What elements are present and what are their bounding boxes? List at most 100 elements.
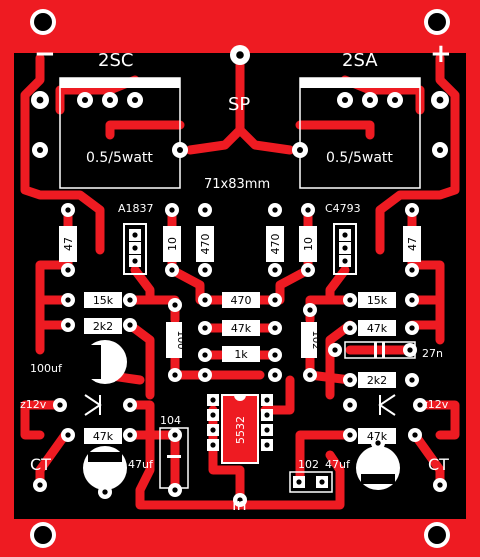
label-47k-right: 47k [367,322,388,335]
pad-hole-24 [409,267,415,273]
zener-symbols [84,394,396,416]
trace-right-rail [375,53,460,255]
label-47k-left-low: 47k [93,430,114,443]
label-100uf: 100uf [30,362,63,375]
res-body-10-left [163,226,181,262]
pad-hole-14 [169,207,175,213]
cap-47uf-right-stripe [361,474,395,484]
label-47uf-left: 47uf [128,458,154,471]
res-body-47k-left-low [84,428,122,444]
transistor-tab-right [300,78,420,88]
square-pad-hole-8 [210,412,216,418]
label-15k-right: 15k [367,294,388,307]
pad-hole-1 [36,96,44,104]
pad-hole-47 [332,347,338,353]
pad-hole-25 [65,297,71,303]
trace-bottom-loop [125,400,345,510]
mount-hole-br [424,522,450,548]
label-5532: 5532 [234,416,247,444]
zener-right-symbol [378,394,396,416]
square-pad-hole-2 [132,245,138,251]
pad-hole-54 [127,432,133,438]
cap-100uf-stripe [83,345,101,379]
res-body-470-left [196,226,214,262]
square-pad-hole-1 [342,232,348,238]
mount-hole-tr [424,9,450,35]
square-pad-hole-5 [342,258,348,264]
pad-hole-63 [375,440,381,446]
pad-hole-49 [127,402,133,408]
pad-hole-3 [106,96,114,104]
transistor-tab-left [60,78,180,88]
pad-hole-20 [169,267,175,273]
pad-hole-37 [172,302,178,308]
res-body-102-right [301,322,317,358]
pad-hole-17 [305,207,311,213]
pad-hole-12 [436,96,444,104]
pad-hole-23 [305,267,311,273]
plus-label: + [430,39,452,69]
label-15k-left: 15k [93,294,114,307]
pad-hole-4 [131,96,139,104]
mounting-holes [30,9,450,548]
pad-hole-0 [236,51,244,59]
pad-hole-30 [409,297,415,303]
res-body-1k-mid [222,346,260,362]
label-100: 100 [175,330,186,349]
cap-102-outline [289,471,333,493]
pad-hole-6 [176,146,184,154]
driver-transistors [123,223,357,275]
mount-hole-bl [30,522,56,548]
pad-hole-2 [81,96,89,104]
pad-hole-61 [237,497,243,503]
pad-hole-27 [202,297,208,303]
pad-hole-52 [417,402,423,408]
res-body-15k-left [84,292,122,308]
pad-hole-33 [202,325,208,331]
trace-opamp-out [260,375,295,415]
pad-hole-13 [65,207,71,213]
pad-hole-39 [307,307,313,313]
label-sp: SP [228,94,250,115]
pad-hole-53 [65,432,71,438]
trace-z-right [415,400,460,440]
pad-hole-40 [307,372,313,378]
label-10-left: 10 [166,237,179,251]
label-power-res-left: 0.5/5watt [86,150,153,166]
label-470-mid: 470 [231,294,252,307]
pad-hole-10 [366,96,374,104]
resistor-bodies [59,226,421,444]
pad-hole-16 [272,207,278,213]
label-2k2-left: 2k2 [93,320,113,333]
capacitor-bodies [83,340,416,493]
pad-hole-58 [172,487,178,493]
pad-hole-36 [409,325,415,331]
mount-hole-tl [30,9,56,35]
pad-hole-5 [36,146,44,154]
label-2sa: 2SA [342,50,378,71]
square-pad-hole-11 [264,427,270,433]
label-2sc: 2SC [98,50,133,71]
pad-hole-59 [37,482,43,488]
pad-hole-35 [347,325,353,331]
cap-47uf-left-stripe [88,452,122,462]
cap-27n-plate-a [374,342,377,358]
power-transistor-right [299,77,421,189]
label-power-res-right: 0.5/5watt [326,150,393,166]
label-a1837: A1837 [118,202,154,215]
pad-hole-32 [127,322,133,328]
trace-left-rail [20,53,105,255]
pad-hole-60 [437,482,443,488]
label-2k2-right: 2k2 [367,374,387,387]
pad-hole-22 [272,267,278,273]
res-body-2k2-right [358,372,396,388]
label-board-size: 71x83mm [204,177,270,192]
label-10-right: 10 [302,237,315,251]
zener-left-symbol [84,394,102,416]
pad-hole-48 [407,347,413,353]
square-pad-hole-4 [132,258,138,264]
res-body-10-right [299,226,317,262]
label-27n: 27n [422,347,443,360]
